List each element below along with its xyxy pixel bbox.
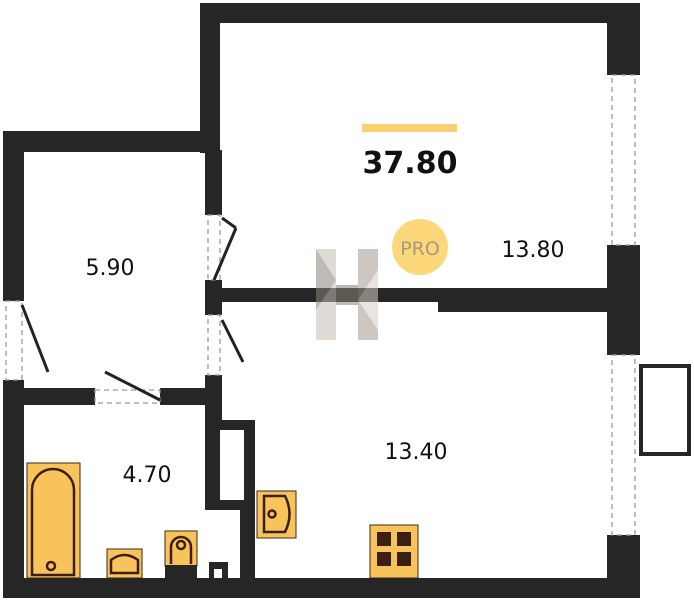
room-kitchen-area: 13.40 — [385, 440, 448, 465]
bathtub — [26, 462, 81, 579]
pro-badge-label: PRO — [400, 238, 440, 260]
balcony — [639, 364, 691, 456]
watermark-logo — [316, 249, 378, 340]
toilet — [164, 530, 198, 578]
walls — [3, 3, 640, 598]
doors — [20, 216, 245, 402]
room-hall-area: 5.90 — [86, 256, 135, 281]
kitchen-sink — [256, 490, 297, 539]
stove — [369, 524, 419, 579]
total-area-underline — [362, 124, 457, 132]
total-area: 37.80 — [363, 146, 458, 181]
room-bedroom-area: 13.80 — [502, 238, 565, 263]
pro-badge — [392, 219, 448, 275]
room-bathroom-area: 4.70 — [123, 463, 172, 488]
bathroom-sink — [106, 548, 143, 579]
